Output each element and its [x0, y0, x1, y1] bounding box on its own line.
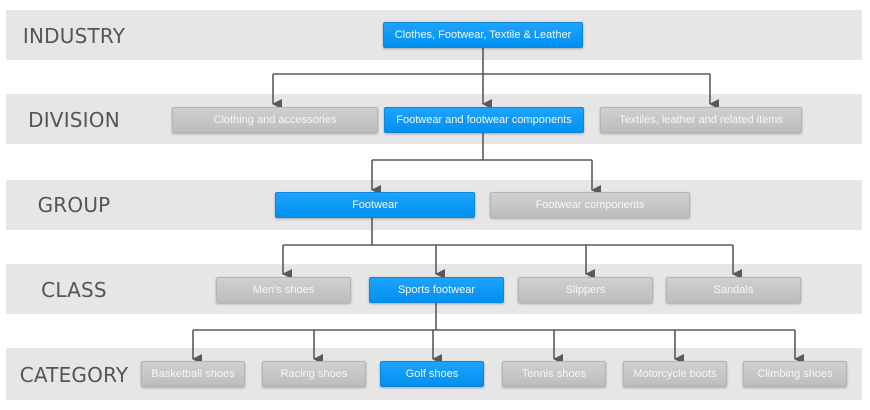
category-node-tennis-shoes[interactable]: Tennis shoes: [502, 361, 606, 387]
division-level-label: DIVISION: [28, 108, 120, 132]
class-level-label: CLASS: [41, 278, 107, 302]
group-node-footwear[interactable]: Footwear: [275, 192, 475, 218]
category-node-basketball-shoes[interactable]: Basketball shoes: [141, 361, 245, 387]
category-node-racing-shoes[interactable]: Racing shoes: [262, 361, 366, 387]
division-node-footwear[interactable]: Footwear and footwear components: [384, 107, 584, 133]
class-node-sports-footwear[interactable]: Sports footwear: [369, 277, 504, 303]
category-node-golf-shoes[interactable]: Golf shoes: [380, 361, 484, 387]
industry-node[interactable]: Clothes, Footwear, Textile & Leather: [383, 22, 583, 48]
class-node-mens-shoes[interactable]: Men's shoes: [216, 277, 351, 303]
division-node-textiles[interactable]: Textiles, leather and related items: [600, 107, 802, 133]
group-level-label: GROUP: [37, 193, 111, 217]
category-node-climbing-shoes[interactable]: Climbing shoes: [743, 361, 847, 387]
industry-level-label: INDUSTRY: [22, 24, 126, 48]
group-node-footwear-components[interactable]: Footwear components: [490, 192, 690, 218]
category-level-label: CATEGORY: [19, 363, 129, 387]
category-node-motorcycle-boots[interactable]: Motorcycle boots: [623, 361, 727, 387]
division-node-clothing[interactable]: Clothing and accessories: [172, 107, 378, 133]
class-node-sandals[interactable]: Sandals: [666, 277, 801, 303]
class-node-slippers[interactable]: Slippers: [518, 277, 653, 303]
